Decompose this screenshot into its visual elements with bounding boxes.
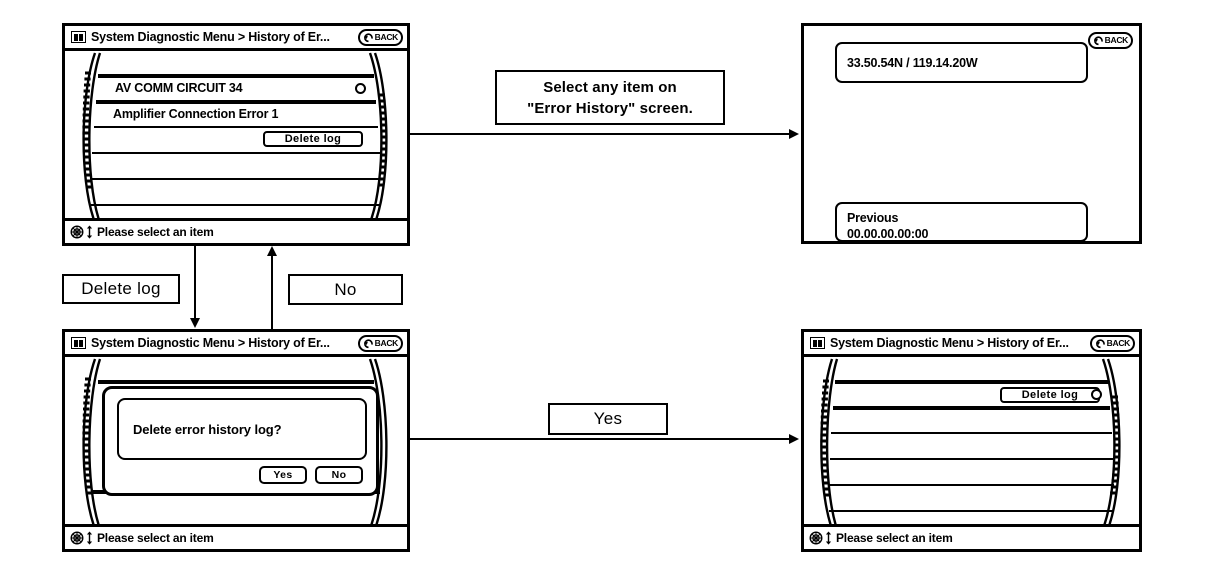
dialog-no-button[interactable]: No bbox=[315, 466, 363, 484]
flow-label-text: No bbox=[334, 279, 357, 299]
screen-footer: Please select an item bbox=[804, 524, 1139, 549]
screen-header: System Diagnostic Menu > History of Er..… bbox=[65, 332, 407, 357]
row-divider bbox=[92, 152, 380, 154]
row-divider bbox=[98, 380, 374, 384]
error-list: AV COMM CIRCUIT 34 Amplifier Connection … bbox=[65, 51, 407, 218]
back-arrow-icon bbox=[363, 33, 373, 43]
back-arrow-icon bbox=[363, 339, 373, 349]
screen-footer: Please select an item bbox=[65, 218, 407, 243]
flow-label-text: Yes bbox=[593, 409, 623, 428]
screen-title: System Diagnostic Menu > History of Er..… bbox=[91, 30, 330, 44]
confirm-dialog: Delete error history log? Yes No bbox=[102, 386, 379, 496]
delete-log-button[interactable]: Delete log bbox=[263, 131, 363, 147]
flow-arrow-head-yes bbox=[789, 434, 799, 444]
flow-label-text: Delete log bbox=[81, 279, 161, 298]
flow-arrow-head-delete-log bbox=[190, 318, 200, 328]
flow-arrow-line-delete-log bbox=[194, 246, 196, 319]
flow-arrow-head-no bbox=[267, 246, 277, 256]
back-label: BACK bbox=[1104, 35, 1129, 46]
back-button[interactable]: BACK bbox=[357, 29, 403, 46]
row-divider bbox=[96, 100, 376, 104]
list-item[interactable]: Amplifier Connection Error 1 bbox=[113, 107, 279, 121]
row-divider bbox=[835, 380, 1108, 384]
dialog-message-box: Delete error history log? bbox=[117, 398, 367, 460]
flow-label-no: No bbox=[288, 274, 403, 305]
back-button[interactable]: BACK bbox=[357, 335, 403, 352]
screen-footer: Please select an item bbox=[65, 524, 407, 549]
back-button[interactable]: BACK bbox=[1087, 32, 1133, 49]
status-text: Please select an item bbox=[97, 531, 214, 545]
dial-knob-icon bbox=[809, 531, 823, 545]
coordinates-box: 33.50.54N / 119.14.20W bbox=[835, 42, 1088, 83]
display-icon bbox=[810, 337, 825, 349]
back-label: BACK bbox=[1106, 338, 1131, 349]
screen-delete-confirm: System Diagnostic Menu > History of Er..… bbox=[62, 329, 410, 552]
flow-arrow-line-no bbox=[271, 255, 273, 329]
back-button[interactable]: BACK bbox=[1089, 335, 1135, 352]
row-divider bbox=[833, 406, 1110, 410]
previous-time: 00.00.00.00:00 bbox=[847, 227, 929, 241]
row-divider bbox=[91, 204, 381, 206]
status-text: Please select an item bbox=[97, 225, 214, 239]
flow-arrow-line-top bbox=[410, 133, 791, 135]
selection-indicator-icon bbox=[1091, 389, 1102, 400]
up-down-arrow-icon bbox=[825, 531, 832, 545]
status-text: Please select an item bbox=[836, 531, 953, 545]
up-down-arrow-icon bbox=[86, 225, 93, 239]
screen-title: System Diagnostic Menu > History of Er..… bbox=[830, 336, 1069, 350]
row-divider bbox=[91, 178, 381, 180]
back-label: BACK bbox=[374, 338, 399, 349]
dialog-yes-button[interactable]: Yes bbox=[259, 466, 307, 484]
dialog-message: Delete error history log? bbox=[133, 421, 282, 437]
flow-label-line2: "Error History" screen. bbox=[527, 99, 693, 117]
error-list: Delete log bbox=[804, 357, 1139, 524]
row-divider bbox=[831, 432, 1112, 434]
dial-knob-icon bbox=[70, 531, 84, 545]
up-down-arrow-icon bbox=[86, 531, 93, 545]
back-label: BACK bbox=[374, 32, 399, 43]
row-divider bbox=[94, 126, 378, 128]
screen-header: System Diagnostic Menu > History of Er..… bbox=[65, 26, 407, 51]
screen-header: System Diagnostic Menu > History of Er..… bbox=[804, 332, 1139, 357]
back-arrow-icon bbox=[1095, 339, 1105, 349]
screen-error-detail: BACK 33.50.54N / 119.14.20W Previous 00.… bbox=[801, 23, 1142, 244]
flow-label-line1: Select any item on bbox=[543, 78, 677, 96]
list-item[interactable]: AV COMM CIRCUIT 34 bbox=[115, 81, 243, 95]
selection-indicator-icon bbox=[355, 83, 366, 94]
delete-log-button[interactable]: Delete log bbox=[1000, 387, 1100, 403]
row-divider bbox=[830, 458, 1113, 460]
coordinates-value: 33.50.54N / 119.14.20W bbox=[847, 55, 978, 70]
screen-history-cleared: System Diagnostic Menu > History of Er..… bbox=[801, 329, 1142, 552]
previous-box: Previous 00.00.00.00:00 bbox=[835, 202, 1088, 242]
flow-label-delete-log: Delete log bbox=[62, 274, 180, 304]
flow-arrow-head-top bbox=[789, 129, 799, 139]
dial-knob-icon bbox=[70, 225, 84, 239]
screen-body: AV COMM CIRCUIT 34 Amplifier Connection … bbox=[65, 51, 407, 218]
row-divider bbox=[98, 74, 374, 78]
screen-body: Delete log bbox=[804, 357, 1139, 524]
back-arrow-icon bbox=[1093, 36, 1103, 46]
row-divider bbox=[829, 510, 1114, 512]
screen-title: System Diagnostic Menu > History of Er..… bbox=[91, 336, 330, 350]
previous-label: Previous bbox=[847, 211, 899, 225]
row-divider bbox=[829, 484, 1114, 486]
screen-error-history: System Diagnostic Menu > History of Er..… bbox=[62, 23, 410, 246]
screen-body: Delete error history log? Yes No bbox=[65, 357, 407, 524]
display-icon bbox=[71, 31, 86, 43]
flow-label-yes: Yes bbox=[548, 403, 668, 435]
flow-label-select-item: Select any item on "Error History" scree… bbox=[495, 70, 725, 125]
display-icon bbox=[71, 337, 86, 349]
flow-arrow-line-yes bbox=[410, 438, 791, 440]
